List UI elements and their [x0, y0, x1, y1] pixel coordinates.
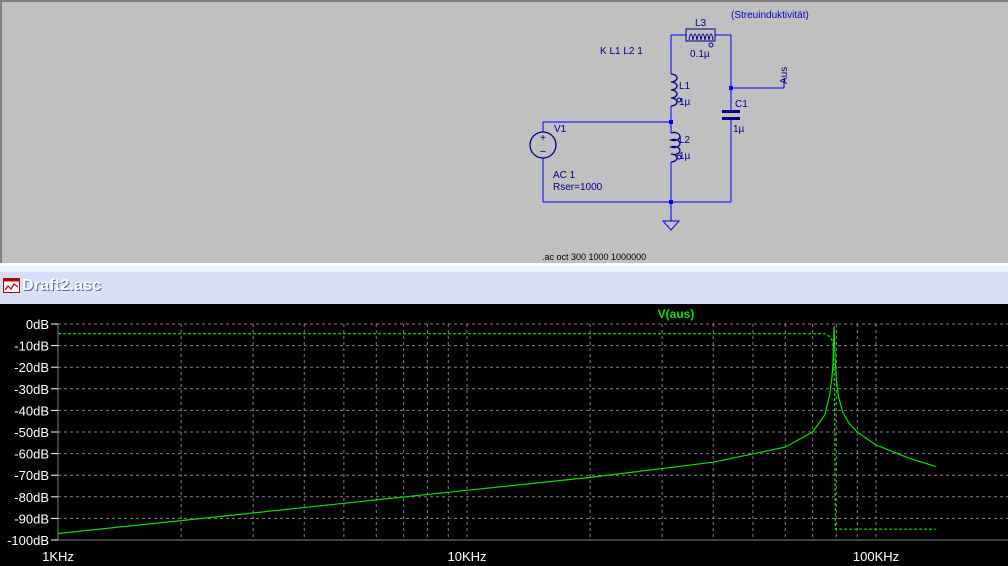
- titlebar-highlight: [0, 266, 1008, 272]
- waveform-plot[interactable]: 0dB -10dB -20dB -30dB -40dB -50dB -60dB -70dB -8…: [0, 304, 1008, 566]
- junction-dots: [669, 86, 733, 204]
- c1-name: C1: [735, 99, 748, 110]
- v1-line1[interactable]: AC 1: [553, 170, 576, 181]
- l1-value[interactable]: 1µ: [679, 97, 691, 108]
- x-tick-label: 1KHz: [42, 549, 74, 564]
- k-statement[interactable]: K L1 L2 1: [600, 46, 643, 57]
- trace-label-v-aus[interactable]: V(aus): [658, 307, 695, 321]
- trace-phase-dashed[interactable]: [58, 333, 936, 530]
- svg-text:+: +: [540, 133, 546, 144]
- l3-value[interactable]: 0.1µ: [690, 49, 710, 60]
- schematic-canvas[interactable]: + − K L1 L2 1 L3 0.1µ (Streuinduktivität…: [2, 2, 1008, 267]
- inductor-l3[interactable]: [685, 28, 716, 48]
- window-separator: [0, 263, 1008, 266]
- y-tick-label: -50dB: [14, 425, 49, 440]
- y-tick-label: -70dB: [14, 468, 49, 483]
- spice-directive[interactable]: .ac oct 300 1000 1000000: [542, 252, 646, 262]
- l1-name: L1: [679, 81, 691, 92]
- net-label-aus[interactable]: Aus: [779, 67, 790, 84]
- l2-name: L2: [679, 135, 691, 146]
- y-tick-label: -100dB: [7, 533, 49, 548]
- plot-canvas[interactable]: 0dB -10dB -20dB -30dB -40dB -50dB -60dB -70dB -8…: [0, 304, 1008, 566]
- y-tick-label: -20dB: [14, 360, 49, 375]
- x-tick-label: 100KHz: [853, 549, 899, 564]
- v1-name: V1: [554, 124, 567, 135]
- v1-line2[interactable]: Rser=1000: [553, 182, 603, 193]
- inductor-l1[interactable]: [670, 73, 682, 107]
- y-tick-label: -90dB: [14, 511, 49, 526]
- plot-window-titlebar[interactable]: Draft2.asc: [0, 266, 1008, 304]
- l2-value[interactable]: 1µ: [679, 151, 691, 162]
- y-tick-label: 0dB: [26, 317, 49, 332]
- l3-note[interactable]: (Streuinduktivität): [731, 10, 809, 21]
- y-tick-label: -30dB: [14, 382, 49, 397]
- schematic-wires: [542, 34, 785, 221]
- c1-value[interactable]: 1µ: [733, 124, 745, 135]
- y-tick-label: -10dB: [14, 339, 49, 354]
- trace-magnitude[interactable]: [57, 326, 936, 535]
- voltage-source-v1[interactable]: + −: [529, 131, 557, 159]
- svg-text:−: −: [540, 146, 546, 158]
- window-title: Draft2.asc: [22, 277, 102, 294]
- waveform-viewer-icon: [3, 278, 20, 293]
- inductor-l2[interactable]: [669, 131, 682, 163]
- schematic-editor[interactable]: + − K L1 L2 1 L3 0.1µ (Streuinduktivität…: [0, 0, 1008, 265]
- capacitor-c1[interactable]: [722, 110, 740, 120]
- y-tick-label: -40dB: [14, 403, 49, 418]
- ground-icon[interactable]: [661, 220, 681, 231]
- x-tick-label: 10KHz: [447, 549, 486, 564]
- y-tick-label: -60dB: [14, 447, 49, 462]
- l3-name: L3: [695, 18, 707, 29]
- y-tick-label: -80dB: [14, 490, 49, 505]
